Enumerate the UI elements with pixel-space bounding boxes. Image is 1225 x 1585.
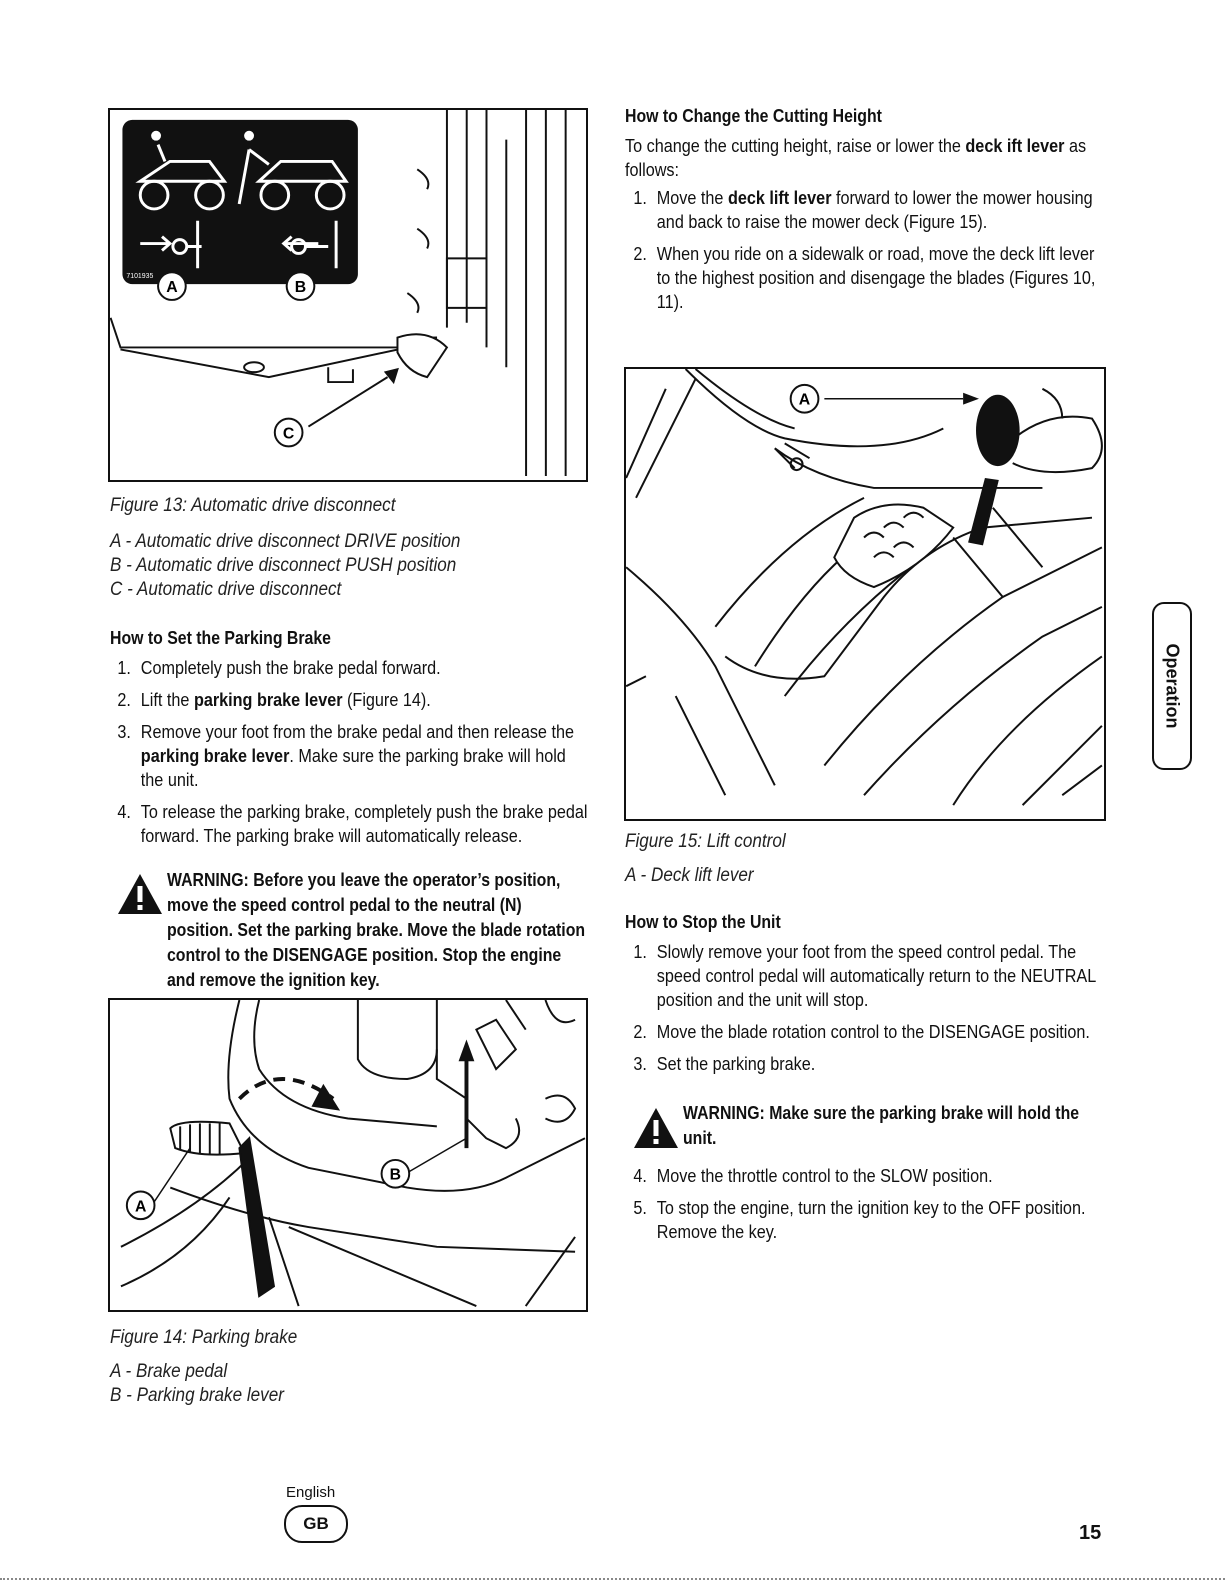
decal-code: 7101935: [126, 273, 153, 280]
figure-15-image: A: [624, 367, 1106, 821]
footer-language: English: [286, 1484, 336, 1501]
warning-triangle-icon: [118, 874, 162, 914]
figure-13-drawing: 7101935 A B C: [110, 110, 567, 477]
list-item: 2.When you ride on a sidewalk or road, m…: [633, 244, 1096, 312]
cutting-height-intro: To change the cutting height, raise or l…: [625, 136, 1087, 180]
figure-15-caption: Figure 15: Lift control: [625, 831, 786, 852]
warning-parking-brake: WARNING: Make sure the parking brake wil…: [683, 1103, 1080, 1148]
figure-14-image: B A: [108, 998, 588, 1312]
figure-13-legend-b: B - Automatic drive disconnect PUSH posi…: [110, 555, 457, 576]
parking-brake-heading: How to Set the Parking Brake: [110, 628, 331, 648]
figure-14-legend-a: A - Brake pedal: [110, 1361, 228, 1382]
cutting-height-heading: How to Change the Cutting Height: [625, 106, 882, 126]
figure-14-drawing: B A: [120, 1000, 586, 1307]
figure-13-legend-a: A - Automatic drive disconnect DRIVE pos…: [110, 531, 461, 552]
figure-15-drawing: A: [626, 369, 1103, 806]
figure-13-image: 7101935 A B C: [108, 108, 588, 482]
list-item: 1.Completely push the brake pedal forwar…: [117, 658, 441, 678]
callout-a: A: [135, 1198, 146, 1215]
stop-unit-steps-b: 4.Move the throttle control to the SLOW …: [628, 1164, 1105, 1252]
list-item: 3.Remove your foot from the brake pedal …: [117, 722, 574, 790]
figure-14-caption: Figure 14: Parking brake: [110, 1327, 298, 1348]
callout-a: A: [166, 279, 177, 296]
list-item: 1.Move the deck lift lever forward to lo…: [633, 188, 1093, 232]
list-item: 2.Move the blade rotation control to the…: [633, 1022, 1090, 1042]
list-item: 3.Set the parking brake.: [633, 1054, 816, 1074]
warning-operator-position: WARNING: Before you leave the operator’s…: [167, 870, 586, 990]
list-item: 1.Slowly remove your foot from the speed…: [633, 942, 1096, 1010]
cutting-height-steps: 1.Move the deck lift lever forward to lo…: [628, 186, 1105, 322]
callout-c: C: [283, 425, 294, 442]
list-item: 2.Lift the parking brake lever (Figure 1…: [117, 690, 431, 710]
callout-b: B: [390, 1167, 401, 1184]
section-tab-operation[interactable]: Operation: [1152, 602, 1192, 770]
list-item: 4.To release the parking brake, complete…: [117, 802, 588, 846]
figure-14-legend-b: B - Parking brake lever: [110, 1385, 284, 1406]
figure-13-caption: Figure 13: Automatic drive disconnect: [110, 495, 396, 516]
callout-b: B: [295, 279, 306, 296]
warning-triangle-icon: [634, 1108, 678, 1148]
stop-unit-heading: How to Stop the Unit: [625, 912, 781, 932]
region-badge: GB: [284, 1505, 348, 1543]
figure-13-legend-c: C - Automatic drive disconnect: [110, 579, 342, 600]
section-tab-label: Operation: [1162, 643, 1183, 729]
list-item: 5.To stop the engine, turn the ignition …: [633, 1198, 1086, 1242]
page-bottom-divider: [0, 1578, 1225, 1580]
page-number: 15: [1079, 1522, 1102, 1544]
figure-15-legend-a: A - Deck lift lever: [625, 865, 754, 886]
list-item: 4.Move the throttle control to the SLOW …: [633, 1166, 993, 1186]
parking-brake-steps: 1.Completely push the brake pedal forwar…: [112, 656, 589, 856]
callout-a: A: [799, 392, 811, 409]
stop-unit-steps-a: 1.Slowly remove your foot from the speed…: [628, 940, 1105, 1084]
